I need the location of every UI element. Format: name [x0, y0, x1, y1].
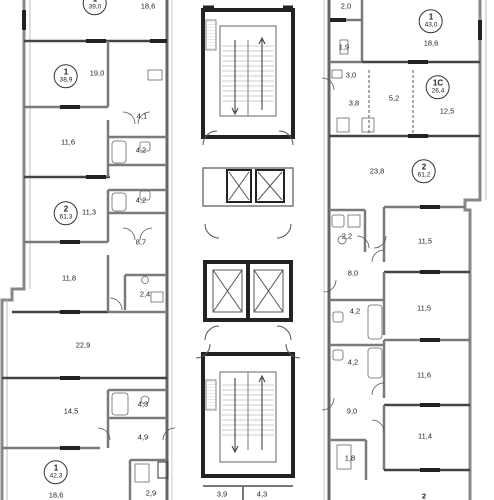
right-doors	[321, 77, 387, 433]
room-area-label: 22,9	[75, 340, 91, 350]
room-area-label: 11,5	[417, 236, 433, 246]
stair-treads-lower	[222, 384, 274, 436]
room-area-label: 11,6	[60, 137, 76, 147]
unit-tag[interactable]: 2 61,2	[412, 159, 436, 183]
room-area-label: 11,6	[416, 370, 432, 380]
room-area-label: 2,4	[139, 289, 151, 299]
unit-tag[interactable]: 1C 26,4	[426, 75, 450, 99]
unit-tag[interactable]: 2 61,3	[54, 201, 78, 225]
right-fixtures	[331, 39, 383, 470]
room-area-label: 9,0	[346, 406, 358, 416]
unit-tag[interactable]: 1 43,0	[419, 9, 443, 33]
unit-circle	[54, 201, 78, 225]
unit-circle	[426, 75, 450, 99]
unit-tag[interactable]: 1 38,9	[54, 64, 78, 88]
room-area-label: 19,0	[89, 68, 105, 78]
room-area-label: 4,2	[347, 357, 359, 367]
room-area-label: 2,2	[341, 231, 353, 241]
room-area-label: 4,2	[135, 145, 147, 155]
room-area-label: 11,8	[61, 273, 77, 283]
room-area-label: 1,8	[344, 453, 356, 463]
central-core	[157, 5, 301, 500]
stair-treads-upper	[222, 45, 274, 102]
room-area-label: 8,7	[135, 237, 147, 247]
room-area-label: 23,8	[369, 166, 385, 176]
room-area-label: 18,6	[48, 490, 64, 500]
unit-circle	[419, 9, 443, 33]
room-area-label: 18,6	[423, 38, 439, 48]
room-area-label: 5,2	[388, 93, 400, 103]
room-area-label: 2	[421, 491, 427, 500]
room-area-label: 11,4	[417, 431, 433, 441]
room-area-label: 4,1	[136, 111, 148, 121]
room-area-label: 12,5	[439, 106, 455, 116]
room-area-label: 2,9	[145, 488, 157, 498]
room-area-label: 4,9	[137, 432, 149, 442]
left-wing	[0, 0, 173, 500]
left-fixtures	[111, 69, 164, 483]
unit-circle	[54, 64, 78, 88]
unit-tag[interactable]: 1 39,0	[83, 0, 107, 15]
room-area-label: 3,0	[345, 70, 357, 80]
room-area-label: 4,2	[135, 195, 147, 205]
room-area-label: 11,3	[81, 207, 97, 217]
room-area-label: 3,9	[216, 489, 228, 499]
room-area-label: 18,6	[140, 1, 156, 11]
room-area-label: 14,5	[63, 406, 79, 416]
unit-tag[interactable]: 1 42,3	[44, 460, 68, 484]
right-wing	[323, 0, 487, 500]
room-area-label: 4,3	[256, 489, 268, 499]
room-area-label: 11,5	[416, 303, 432, 313]
room-area-label: 1,9	[338, 42, 350, 52]
room-area-label: 8,0	[347, 268, 359, 278]
unit-circle	[412, 159, 436, 183]
unit-circle	[44, 460, 68, 484]
left-doors	[97, 111, 176, 441]
room-area-label: 4,3	[137, 399, 149, 409]
room-area-label: 4,2	[349, 306, 361, 316]
room-area-label: 3,8	[348, 98, 360, 108]
room-area-label: 2,0	[340, 1, 352, 11]
